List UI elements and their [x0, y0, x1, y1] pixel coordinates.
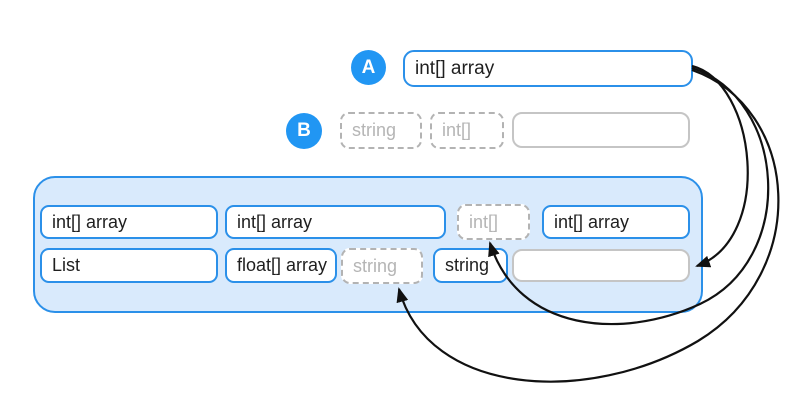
tray-ghost-slot-string-label: string	[353, 255, 398, 276]
slot-a-label: int[] array	[415, 57, 495, 79]
tray-chip-float-array[interactable]: float[] array	[225, 248, 337, 283]
ghost-token-string[interactable]: string	[340, 112, 422, 149]
ghost-token-int-label: int[]	[442, 120, 472, 140]
tray-chip-list[interactable]: List	[40, 248, 218, 283]
chip-tray	[33, 176, 703, 313]
tray-chip-int-array-2[interactable]: int[] array	[225, 205, 446, 239]
tray-chip-label: int[] array	[52, 211, 128, 232]
tray-chip-label: int[] array	[237, 211, 313, 232]
tray-chip-int-array-3[interactable]: int[] array	[542, 205, 690, 239]
tray-chip-label: List	[52, 255, 81, 275]
tray-ghost-slot-int-label: int[]	[469, 211, 499, 232]
label-b-text: B	[297, 120, 311, 141]
tray-empty-drop-slot[interactable]	[512, 249, 690, 282]
tray-chip-label: string	[445, 255, 490, 275]
ghost-token-int[interactable]: int[]	[430, 112, 504, 149]
ghost-token-string-label: string	[352, 120, 397, 140]
empty-drop-slot-b[interactable]	[512, 112, 690, 148]
label-a-text: A	[361, 56, 376, 78]
label-circle-a: A	[351, 50, 386, 85]
label-circle-b: B	[286, 113, 322, 149]
tray-chip-string[interactable]: string	[433, 248, 508, 283]
tray-chip-label: int[] array	[554, 211, 630, 232]
tray-ghost-slot-int[interactable]: int[]	[457, 204, 530, 240]
slot-a-int-array-chip[interactable]: int[] array	[403, 50, 693, 87]
tray-chip-label: float[] array	[237, 255, 328, 275]
tray-ghost-slot-string[interactable]: string	[341, 248, 423, 284]
tray-chip-int-array-1[interactable]: int[] array	[40, 205, 218, 239]
